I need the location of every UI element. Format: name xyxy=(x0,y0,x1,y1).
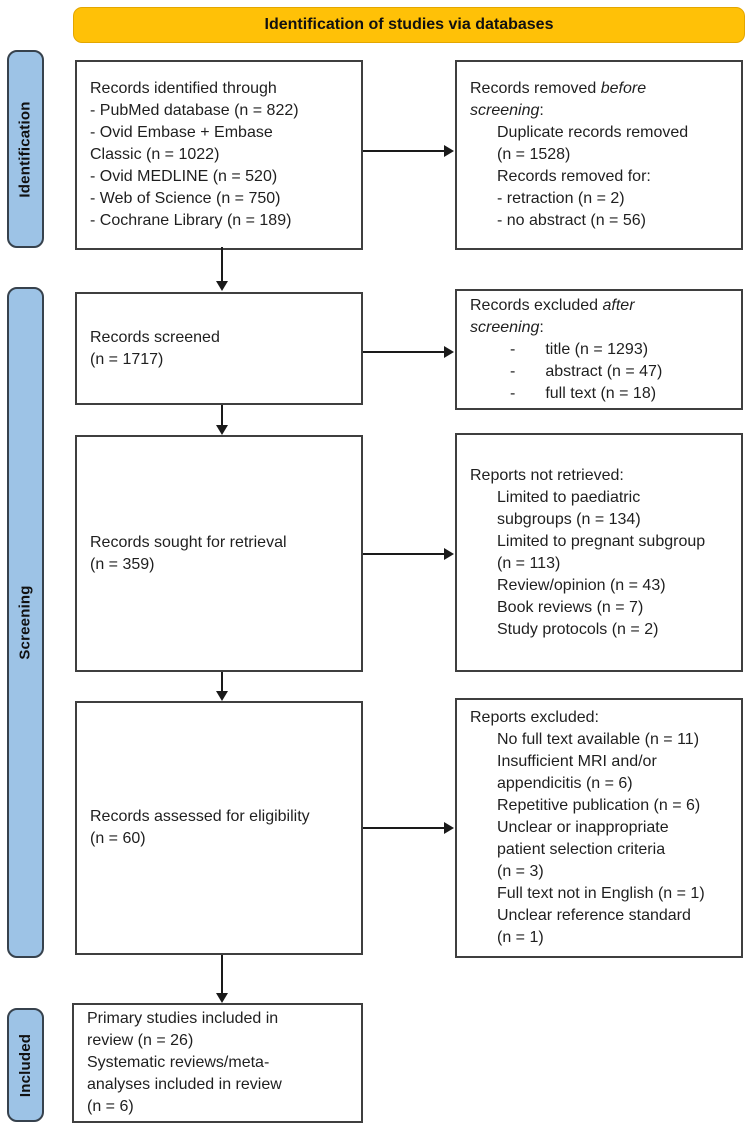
box-text-line: Records identified through xyxy=(90,80,277,97)
arrow-screened-to-excluded-after xyxy=(363,346,454,358)
box-text-line: Book reviews (n = 7) xyxy=(497,598,644,616)
box-text-line: No full text available (n = 11) xyxy=(497,731,700,748)
box-text-line: Unclear or inappropriate xyxy=(497,819,669,836)
box-text-line: Repetitive publication (n = 6) xyxy=(497,797,701,814)
box-text-line: Review/opinion (n = 43) xyxy=(497,576,666,594)
box-records-sought-for-retrieval: Records sought for retrieval (n = 359) xyxy=(75,435,363,672)
stage-label-screening: Screening xyxy=(17,585,35,660)
box-text-line: (n = 3) xyxy=(497,863,544,880)
box-text-line: -title (n = 1293) xyxy=(510,340,649,358)
box-records-assessed-for-eligibility: Records assessed for eligibility (n = 60) xyxy=(75,701,363,955)
box-records-screened: Records screened (n = 1717) xyxy=(75,292,363,405)
box-text-line: - Cochrane Library (n = 189) xyxy=(90,212,292,229)
box-text-line: Full text not in English (n = 1) xyxy=(497,885,705,902)
arrow-screened-to-sought xyxy=(216,405,228,435)
box-text-line: Records screened xyxy=(90,328,220,346)
box-text-line: appendicitis (n = 6) xyxy=(497,775,633,792)
box-text-line: - retraction (n = 2) xyxy=(497,190,625,207)
arrow-identified-to-screened xyxy=(216,247,228,291)
stage-bar-included: Included xyxy=(7,1008,44,1122)
arrow-assessed-to-reports-excluded xyxy=(363,822,454,834)
box-text-line: Systematic reviews/meta- xyxy=(87,1054,270,1071)
box-text-line: (n = 1528) xyxy=(497,146,571,163)
box-text-line: screening: xyxy=(470,102,544,119)
box-text-line: -abstract (n = 47) xyxy=(510,362,663,380)
box-text-line: Study protocols (n = 2) xyxy=(497,620,659,638)
box-text-line: Records assessed for eligibility xyxy=(90,808,310,825)
box-text-line: (n = 1) xyxy=(497,929,544,946)
box-text-line: patient selection criteria xyxy=(497,841,666,858)
box-text-line: Records removed before xyxy=(470,80,647,97)
box-text-line: Duplicate records removed xyxy=(497,124,689,141)
box-reports-not-retrieved: Reports not retrieved: Limited to paediat… xyxy=(455,433,743,672)
box-text-line: Reports not retrieved: xyxy=(470,466,624,484)
box-studies-included-in-review: Primary studies included in review (n = 2… xyxy=(72,1003,363,1123)
box-text-line: (n = 6) xyxy=(87,1098,134,1115)
box-text-line: screening: xyxy=(470,318,544,336)
box-text-line: Limited to pregnant subgroup xyxy=(497,532,706,550)
box-text-line: Unclear reference standard xyxy=(497,907,691,924)
stage-label-identification: Identification xyxy=(17,100,35,198)
stage-bar-screening: Screening xyxy=(7,287,44,958)
box-text-line: -full text (n = 18) xyxy=(510,384,657,402)
box-text-line: (n = 113) xyxy=(497,554,561,572)
diagram-header-banner: Identification of studies via databases xyxy=(73,7,745,43)
box-text-line: - no abstract (n = 56) xyxy=(497,212,646,229)
box-text-line: - Ovid MEDLINE (n = 520) xyxy=(90,168,278,185)
box-text-line: - Web of Science (n = 750) xyxy=(90,190,281,207)
arrow-assessed-to-included xyxy=(216,955,228,1003)
stage-bar-identification: Identification xyxy=(7,50,44,248)
box-text-line: Records sought for retrieval xyxy=(90,533,287,551)
box-text-line: Primary studies included in xyxy=(87,1010,279,1027)
box-text-line: Insufficient MRI and/or xyxy=(497,753,657,770)
box-text-line: Limited to paediatric xyxy=(497,488,641,506)
box-text-line: Records excluded after xyxy=(470,296,635,314)
arrow-identified-to-removed-before xyxy=(363,145,454,157)
box-text-line: (n = 359) xyxy=(90,555,155,573)
arrow-sought-to-not-retrieved xyxy=(363,548,454,560)
diagram-title: Identification of studies via databases xyxy=(264,16,554,33)
arrow-sought-to-assessed xyxy=(216,672,228,701)
box-records-excluded-after-screening: Records excluded after screening: -title (… xyxy=(455,289,743,410)
box-reports-excluded: Reports excluded: No full text available … xyxy=(455,698,743,958)
box-text-line: Classic (n = 1022) xyxy=(90,146,220,163)
box-records-identified: Records identified through - PubMed datab… xyxy=(75,60,363,250)
box-text-line: - Ovid Embase + Embase xyxy=(90,124,273,141)
stage-label-included: Included xyxy=(17,1033,34,1097)
box-text-line: subgroups (n = 134) xyxy=(497,510,641,528)
box-text-line: Reports excluded: xyxy=(470,709,599,726)
box-records-removed-before-screening: Records removed before screening: Duplicat… xyxy=(455,60,743,250)
box-text-line: - PubMed database (n = 822) xyxy=(90,102,299,119)
box-text-line: Records removed for: xyxy=(497,168,651,185)
box-text-line: review (n = 26) xyxy=(87,1032,194,1049)
box-text-line: (n = 1717) xyxy=(90,350,164,368)
box-text-line: (n = 60) xyxy=(90,830,146,847)
box-text-line: analyses included in review xyxy=(87,1076,282,1093)
